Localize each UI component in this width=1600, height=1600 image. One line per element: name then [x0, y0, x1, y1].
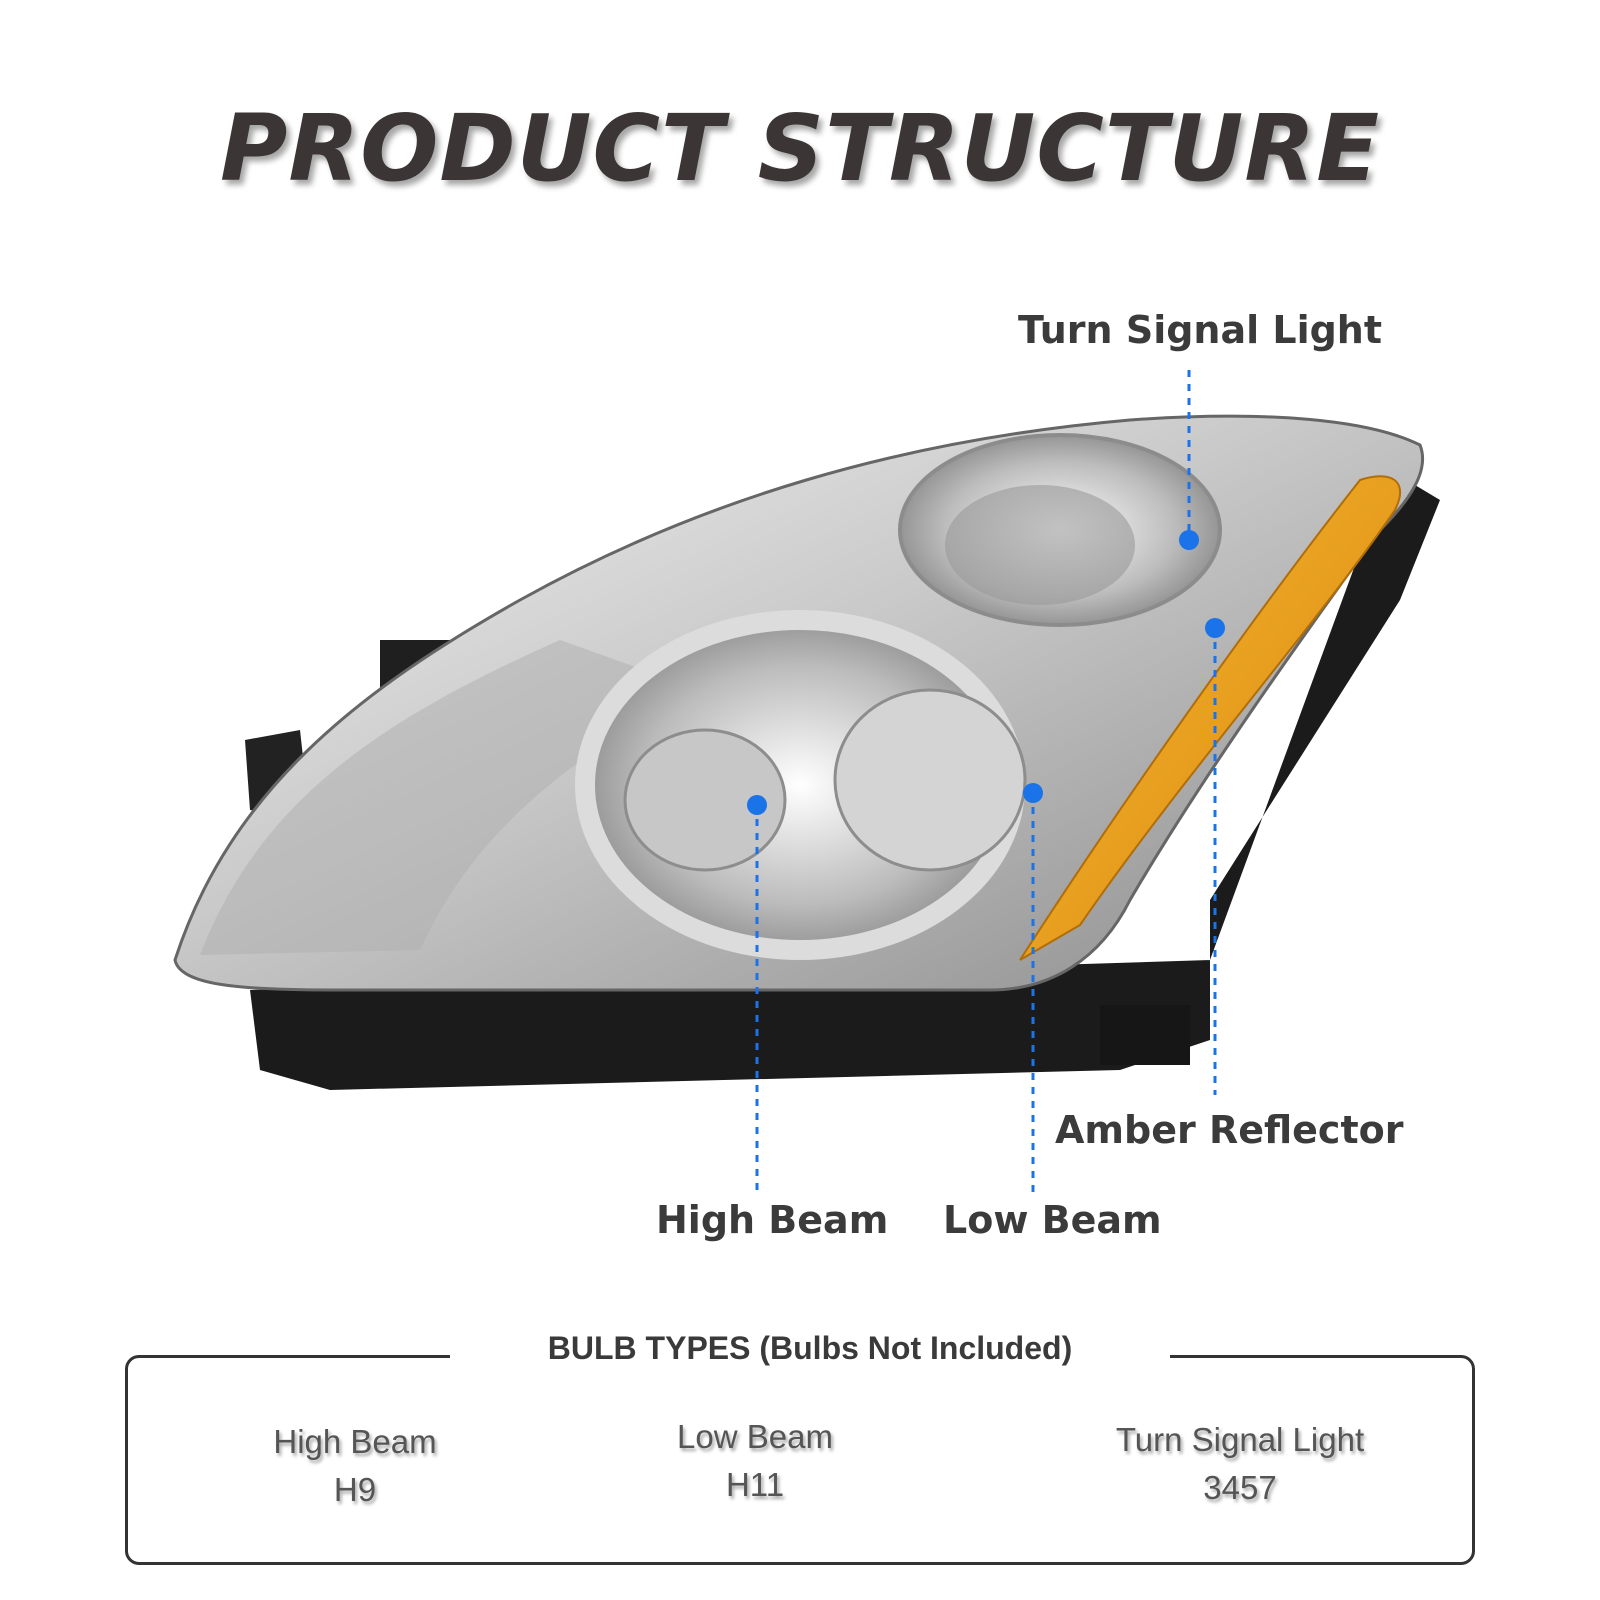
bulb-item-turn-signal: Turn Signal Light 3457	[1060, 1416, 1420, 1512]
dot-high-beam	[747, 795, 767, 815]
dot-low-beam	[1023, 783, 1043, 803]
bulb-value: H11	[725, 1466, 785, 1503]
bulb-label: Low Beam	[677, 1418, 833, 1455]
bulb-item-low-beam: Low Beam H11	[605, 1413, 905, 1509]
bulb-label: Turn Signal Light	[1115, 1421, 1365, 1458]
dot-amber-reflector	[1205, 618, 1225, 638]
callout-leader-lines	[755, 370, 1217, 1195]
callout-low-beam: Low Beam	[943, 1198, 1162, 1242]
page-title: PRODUCT STRUCTURE	[219, 95, 1381, 202]
bulb-label: High Beam	[273, 1423, 437, 1460]
dot-turn-signal	[1179, 530, 1199, 550]
callout-high-beam: High Beam	[656, 1198, 889, 1242]
bulb-item-high-beam: High Beam H9	[205, 1418, 505, 1514]
callout-turn-signal: Turn Signal Light	[1018, 308, 1383, 352]
bulb-value: H9	[333, 1471, 377, 1508]
bulb-value: 3457	[1203, 1469, 1277, 1506]
callout-amber-reflector: Amber Reflector	[1055, 1108, 1404, 1152]
amber-reflector-strip	[1019, 475, 1401, 961]
bulb-types-heading: BULB TYPES (Bulbs Not Included)	[450, 1330, 1170, 1367]
